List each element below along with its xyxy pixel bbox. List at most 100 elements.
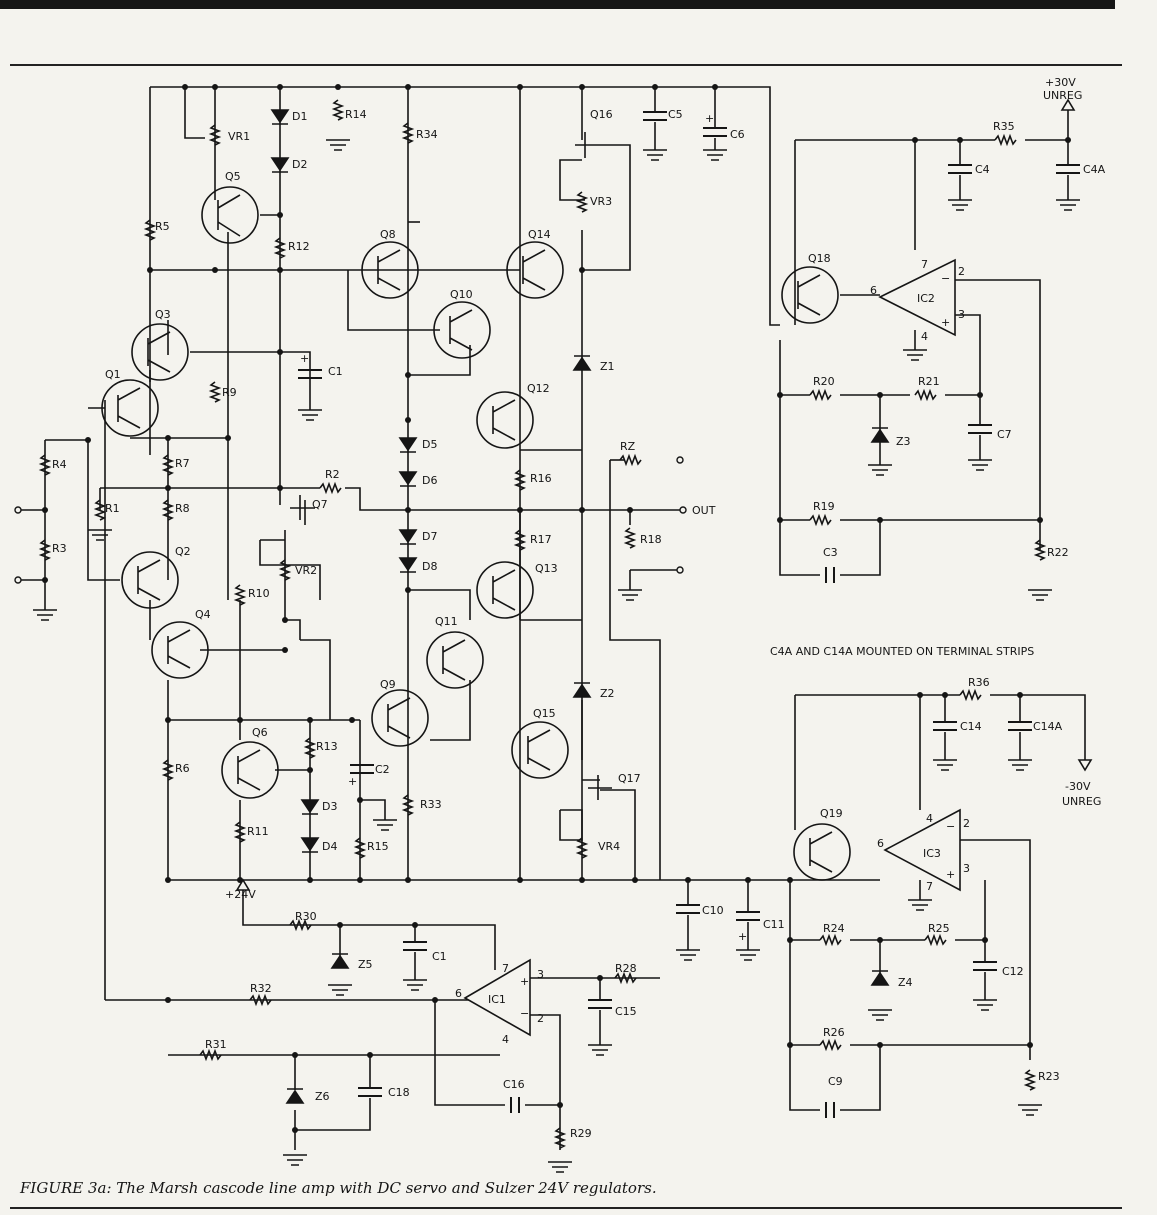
grounds [33, 98, 1093, 1173]
label-minus30v-unreg: UNREG [1062, 795, 1101, 808]
q10-symbol [433, 301, 491, 359]
label-d1: D1 [292, 110, 307, 123]
q12-symbol [476, 391, 534, 449]
q3-symbol [131, 323, 189, 381]
ic2-triangle [878, 258, 956, 337]
terminals [14, 456, 687, 584]
resistors [38, 99, 1047, 1149]
label-r20: R20 [813, 375, 835, 388]
label-r6: R6 [175, 762, 190, 775]
label-r14: R14 [345, 108, 367, 121]
label-out: OUT [692, 504, 716, 517]
label-r5: R5 [155, 220, 170, 233]
component-labels: VR1 Q5 D1 D2 R14 R34 Q16 C5 C6 R5 R12 Q8… [52, 76, 1106, 1140]
label-r3: R3 [52, 542, 67, 555]
label-c1: C1 [328, 365, 343, 378]
label-ic1: IC1 [488, 993, 506, 1006]
terminal-strip-note: C4A AND C14A MOUNTED ON TERMINAL STRIPS [770, 645, 1034, 658]
label-vr4: VR4 [598, 840, 620, 853]
ic2-plus: + [941, 316, 950, 329]
label-r26: R26 [823, 1026, 845, 1039]
ic3-minus: − [946, 820, 955, 833]
label-r10: R10 [248, 587, 270, 600]
label-d3: D3 [322, 800, 337, 813]
label-d4: D4 [322, 840, 337, 853]
label-c12: C12 [1002, 965, 1024, 978]
label-q6: Q6 [252, 726, 268, 739]
label-plus30v-unreg: UNREG [1043, 89, 1082, 102]
label-z3: Z3 [896, 435, 911, 448]
label-vr3: VR3 [590, 195, 612, 208]
capacitors [298, 111, 1080, 1118]
label-vr1: VR1 [228, 130, 250, 143]
label-r33: R33 [420, 798, 442, 811]
ic3-plus: + [946, 868, 955, 881]
q1-symbol [101, 379, 159, 437]
ic3-pin7: 7 [926, 880, 933, 893]
label-r35: R35 [993, 120, 1015, 133]
q2-symbol [121, 551, 179, 609]
ic1-pin6: 6 [455, 987, 462, 1000]
label-z1: Z1 [600, 360, 615, 373]
ic1-pin4: 4 [502, 1033, 509, 1046]
transistors [101, 132, 851, 881]
label-r1: R1 [105, 502, 120, 515]
label-z4: Z4 [898, 976, 913, 989]
label-d6: D6 [422, 474, 437, 487]
label-c11: C11 [763, 918, 785, 931]
label-rz: RZ [620, 440, 636, 453]
label-q12: Q12 [527, 382, 550, 395]
label-r17: R17 [530, 533, 552, 546]
label-c14a: C14A [1033, 720, 1063, 733]
label-q17: Q17 [618, 772, 641, 785]
label-q9: Q9 [380, 678, 396, 691]
label-q5: Q5 [225, 170, 241, 183]
q15-symbol [511, 721, 569, 779]
label-c16: C16 [503, 1078, 525, 1091]
label-c4a: C4A [1083, 163, 1106, 176]
label-r25: R25 [928, 922, 950, 935]
ic3-pin6: 6 [877, 837, 884, 850]
c2-polarity: + [348, 775, 357, 788]
label-r7: R7 [175, 457, 190, 470]
label-plus30v: +30V [1045, 76, 1076, 89]
label-r21: R21 [918, 375, 940, 388]
q11-symbol [426, 631, 484, 689]
ic2-pin4: 4 [921, 330, 928, 343]
label-r11: R11 [247, 825, 269, 838]
label-q10: Q10 [450, 288, 473, 301]
label-c1-reg: C1 [432, 950, 447, 963]
ic1-pin3: 3 [537, 968, 544, 981]
label-z5: Z5 [358, 958, 373, 971]
label-c10: C10 [702, 904, 724, 917]
q13-symbol [476, 561, 534, 619]
figure-caption: FIGURE 3a: The Marsh cascode line amp wi… [20, 1179, 657, 1197]
label-r28: R28 [615, 962, 637, 975]
label-c18: C18 [388, 1086, 410, 1099]
ic1-pin2: 2 [537, 1012, 544, 1025]
label-vr2: VR2 [295, 564, 317, 577]
label-c15: C15 [615, 1005, 637, 1018]
ic3-triangle [883, 808, 961, 892]
ic2-pin3: 3 [958, 308, 965, 321]
bottom-rule [10, 1207, 1122, 1209]
label-z2: Z2 [600, 687, 615, 700]
label-q3: Q3 [155, 308, 171, 321]
label-r32: R32 [250, 982, 272, 995]
q9-symbol [371, 689, 429, 747]
label-r30: R30 [295, 910, 317, 923]
ic3-pin4: 4 [926, 812, 933, 825]
label-q1: Q1 [105, 368, 121, 381]
label-q14: Q14 [528, 228, 551, 241]
label-r23: R23 [1038, 1070, 1060, 1083]
op-amps [463, 258, 961, 1037]
q8-symbol [361, 241, 419, 299]
diodes [270, 109, 890, 1104]
label-c4: C4 [975, 163, 990, 176]
label-z6: Z6 [315, 1090, 330, 1103]
label-ic2: IC2 [917, 292, 935, 305]
label-r19: R19 [813, 500, 835, 513]
label-c2: C2 [375, 763, 390, 776]
label-q7: Q7 [312, 498, 328, 511]
